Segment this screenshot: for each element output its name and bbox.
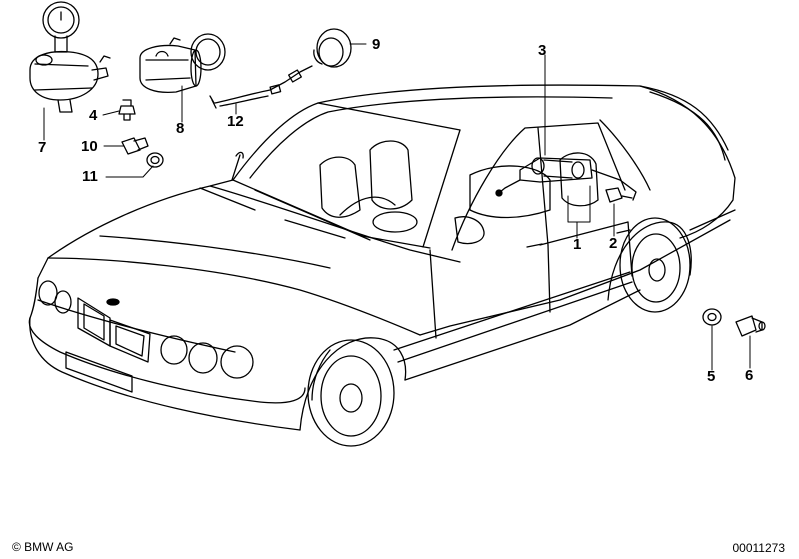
part-5-washer-illustration (702, 308, 722, 326)
callout-8: 8 (176, 120, 185, 137)
callout-3: 3 (538, 42, 547, 59)
copyright-notice: © BMW AG (12, 540, 74, 554)
part-11-sealing-ring-illustration (146, 152, 164, 168)
callout-11: 11 (82, 168, 98, 185)
callout-7: 7 (38, 139, 47, 156)
part-9-ring-illustration (313, 28, 352, 68)
part-12-wiring-harness-illustration (209, 65, 313, 109)
callout-9: 9 (372, 36, 381, 53)
callout-1: 1 (573, 236, 582, 253)
callout-6: 6 (745, 367, 754, 384)
part-10-plug-illustration (121, 137, 149, 155)
callout-2: 2 (609, 235, 618, 252)
document-number: 00011273 (732, 541, 786, 555)
callout-5: 5 (707, 368, 716, 385)
part-8-gauge-illustration (139, 33, 226, 94)
part-7-pressure-assembly-illustration (29, 1, 111, 113)
callout-10: 10 (81, 138, 98, 155)
part-4-sensor-illustration (118, 99, 136, 121)
part-3-roof-unit-illustration (495, 157, 637, 203)
callout-12: 12 (227, 113, 244, 130)
car-illustration (28, 84, 736, 447)
leader-lines (43, 43, 751, 371)
part-6-bolt-illustration (735, 315, 766, 337)
callout-4: 4 (89, 107, 98, 124)
